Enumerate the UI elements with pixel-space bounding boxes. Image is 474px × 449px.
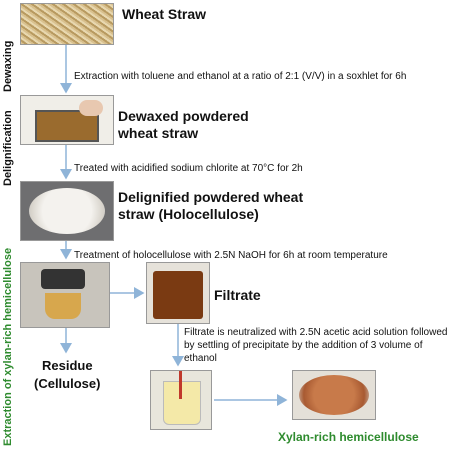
step-neutralize-line2: by settling of precipitate by the additi…	[184, 340, 423, 351]
step-acid-chlorite: Treated with acidified sodium chlorite a…	[74, 163, 303, 174]
step-neutralize-line1: Filtrate is neutralized with 2.5N acetic…	[184, 327, 448, 338]
precipitate-photo	[150, 370, 212, 430]
stage-delignified-line1: Delignified powdered wheat	[118, 189, 304, 205]
stage-dewaxed-line2: wheat straw	[118, 125, 199, 141]
stage-delignified-line2: straw (Holocellulose)	[118, 206, 259, 222]
stage-residue-line1: Residue	[42, 358, 93, 373]
stage-residue-line2: (Cellulose)	[34, 376, 101, 391]
step-naoh: Treatment of holocellulose with 2.5N NaO…	[74, 250, 388, 261]
step-extraction: Extraction with toluene and ethanol at a…	[74, 71, 407, 82]
step-neutralize-line3: ethanol	[184, 353, 217, 364]
product-photo	[292, 370, 376, 420]
stage-dewaxed-line1: Dewaxed powdered	[118, 108, 249, 124]
filtrate-photo	[146, 262, 210, 324]
side-label-delignification: Delignification	[2, 110, 14, 186]
wheat-straw-photo	[20, 3, 114, 45]
side-label-extraction: Extraction of xylan-rich hemicellulose	[2, 247, 14, 446]
dewaxed-straw-photo	[20, 95, 114, 145]
stage-wheat-straw: Wheat Straw	[122, 6, 207, 22]
stage-product: Xylan-rich hemicellulose	[278, 430, 419, 444]
filtration-photo	[20, 262, 110, 328]
stage-filtrate: Filtrate	[214, 287, 261, 303]
side-label-dewaxing: Dewaxing	[2, 40, 14, 92]
delignified-straw-photo	[20, 181, 114, 241]
